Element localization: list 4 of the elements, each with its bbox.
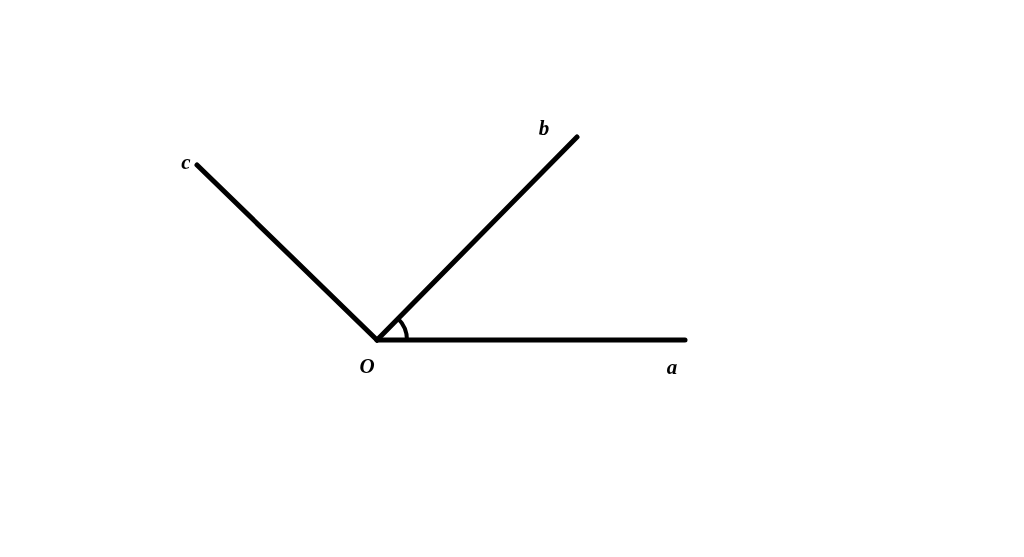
- point-label: O: [359, 355, 375, 377]
- point-label: a: [666, 356, 678, 378]
- point-label: c: [181, 151, 191, 173]
- point-label: b: [538, 117, 550, 139]
